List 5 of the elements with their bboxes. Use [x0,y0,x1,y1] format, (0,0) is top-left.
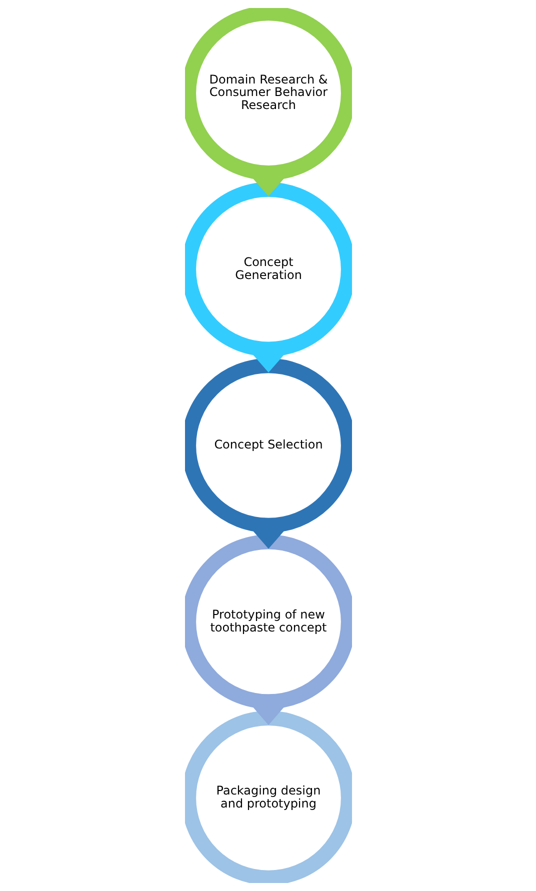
node-circle: Packaging design and prototyping [184,710,352,883]
node-circle: Concept Selection [184,358,352,533]
node-circle: Concept Generation [184,182,352,356]
node-circle: Domain Research & Consumer Behavior Research [184,8,352,180]
node-circle: Prototyping of new toothpaste concept [184,534,352,709]
